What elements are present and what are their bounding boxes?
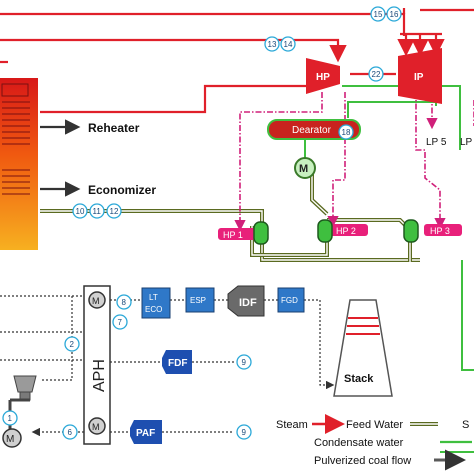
- fgd: [277, 287, 305, 313]
- steam-lines: [0, 8, 474, 114]
- deaerator: [267, 119, 361, 140]
- hp1-valve: [253, 221, 269, 245]
- hp1-label: HP 1: [223, 230, 243, 240]
- aph-motor-bottom: [88, 417, 106, 435]
- stack-label: Stack: [344, 373, 374, 385]
- stream-22: 22: [372, 70, 381, 79]
- idf: [227, 285, 265, 317]
- stream-9-fdf: 9: [242, 358, 247, 367]
- hp2-heater: [330, 224, 368, 236]
- hp3-valve: [403, 219, 419, 243]
- section-arrows: [40, 119, 81, 197]
- stream-18: 18: [342, 128, 351, 137]
- legend-steam: Steam: [276, 419, 308, 431]
- hp2-label: HP 2: [336, 226, 356, 236]
- stream-7: 7: [118, 318, 123, 327]
- hp-turbine: [306, 58, 340, 94]
- coal-hopper: [13, 375, 37, 393]
- stream-markers: 15 16 13 14 22 18 10 11 12 8 7 2 9 9 6 1: [2, 6, 402, 440]
- stream-12: 12: [110, 207, 119, 216]
- ip-turbine-label: IP: [414, 72, 424, 83]
- deaerator-label: Dearator: [292, 125, 332, 136]
- lt-eco: [141, 287, 171, 319]
- stream-1: 1: [8, 414, 13, 423]
- stream-2: 2: [70, 340, 75, 349]
- fgd-label: FGD: [281, 296, 298, 305]
- stream-11: 11: [93, 207, 102, 216]
- hp3-heater: [424, 224, 462, 236]
- esp: [185, 287, 215, 313]
- air-preheater: [83, 285, 111, 445]
- lp-partial-label: LP: [460, 137, 473, 148]
- extraction-lines: [234, 92, 474, 232]
- stream-14: 14: [284, 40, 293, 49]
- flue-gas-lines: [0, 295, 335, 437]
- ip-inlet-arrows: [397, 32, 445, 57]
- mill-motor: [2, 428, 22, 448]
- stream-9-paf: 9: [242, 428, 247, 437]
- esp-label: ESP: [190, 296, 206, 305]
- condensate-lines: [342, 85, 474, 453]
- feed-pump-motor-label: M: [299, 163, 308, 175]
- stream-13: 13: [268, 40, 277, 49]
- legend-s-partial: S: [462, 419, 469, 431]
- hp-turbine-label: HP: [316, 72, 330, 83]
- idf-label: IDF: [239, 297, 257, 309]
- stack-stripes: [346, 317, 380, 335]
- mill-motor-label: M: [6, 434, 14, 445]
- stream-10: 10: [76, 207, 85, 216]
- legend-condensate: Condensate water: [314, 437, 404, 449]
- lt-eco-label-2: ECO: [145, 305, 162, 314]
- fdf: [162, 350, 192, 374]
- stream-8: 8: [122, 298, 127, 307]
- lt-eco-label-1: LT: [149, 293, 158, 302]
- aph-motor-bottom-label: M: [92, 422, 100, 432]
- legend: Steam Feed Water S Condensate water Pulv…: [276, 414, 472, 471]
- ip-turbine: [398, 48, 442, 104]
- aph-motor-top: [88, 291, 106, 309]
- hp2-valve: [317, 219, 333, 243]
- paf-label: PAF: [136, 428, 155, 439]
- feed-pump-motor: [294, 157, 316, 179]
- lp5-label: LP 5: [426, 137, 447, 148]
- fdf-label: FDF: [168, 358, 187, 369]
- reheater-label: Reheater: [88, 121, 140, 135]
- legend-feed-water: Feed Water: [346, 419, 403, 431]
- stream-15: 15: [374, 10, 383, 19]
- stack: [333, 299, 393, 397]
- boiler: [0, 78, 38, 250]
- hp3-label: HP 3: [430, 226, 450, 236]
- economizer-label: Economizer: [88, 183, 156, 197]
- boiler-tubes: [1, 83, 30, 195]
- legend-coal: Pulverized coal flow: [314, 455, 411, 467]
- stream-16: 16: [390, 10, 399, 19]
- hp1-heater: [218, 228, 256, 240]
- aph-label: APH: [91, 359, 108, 392]
- paf: [130, 420, 162, 444]
- aph-motor-top-label: M: [92, 296, 100, 306]
- stream-6: 6: [68, 428, 73, 437]
